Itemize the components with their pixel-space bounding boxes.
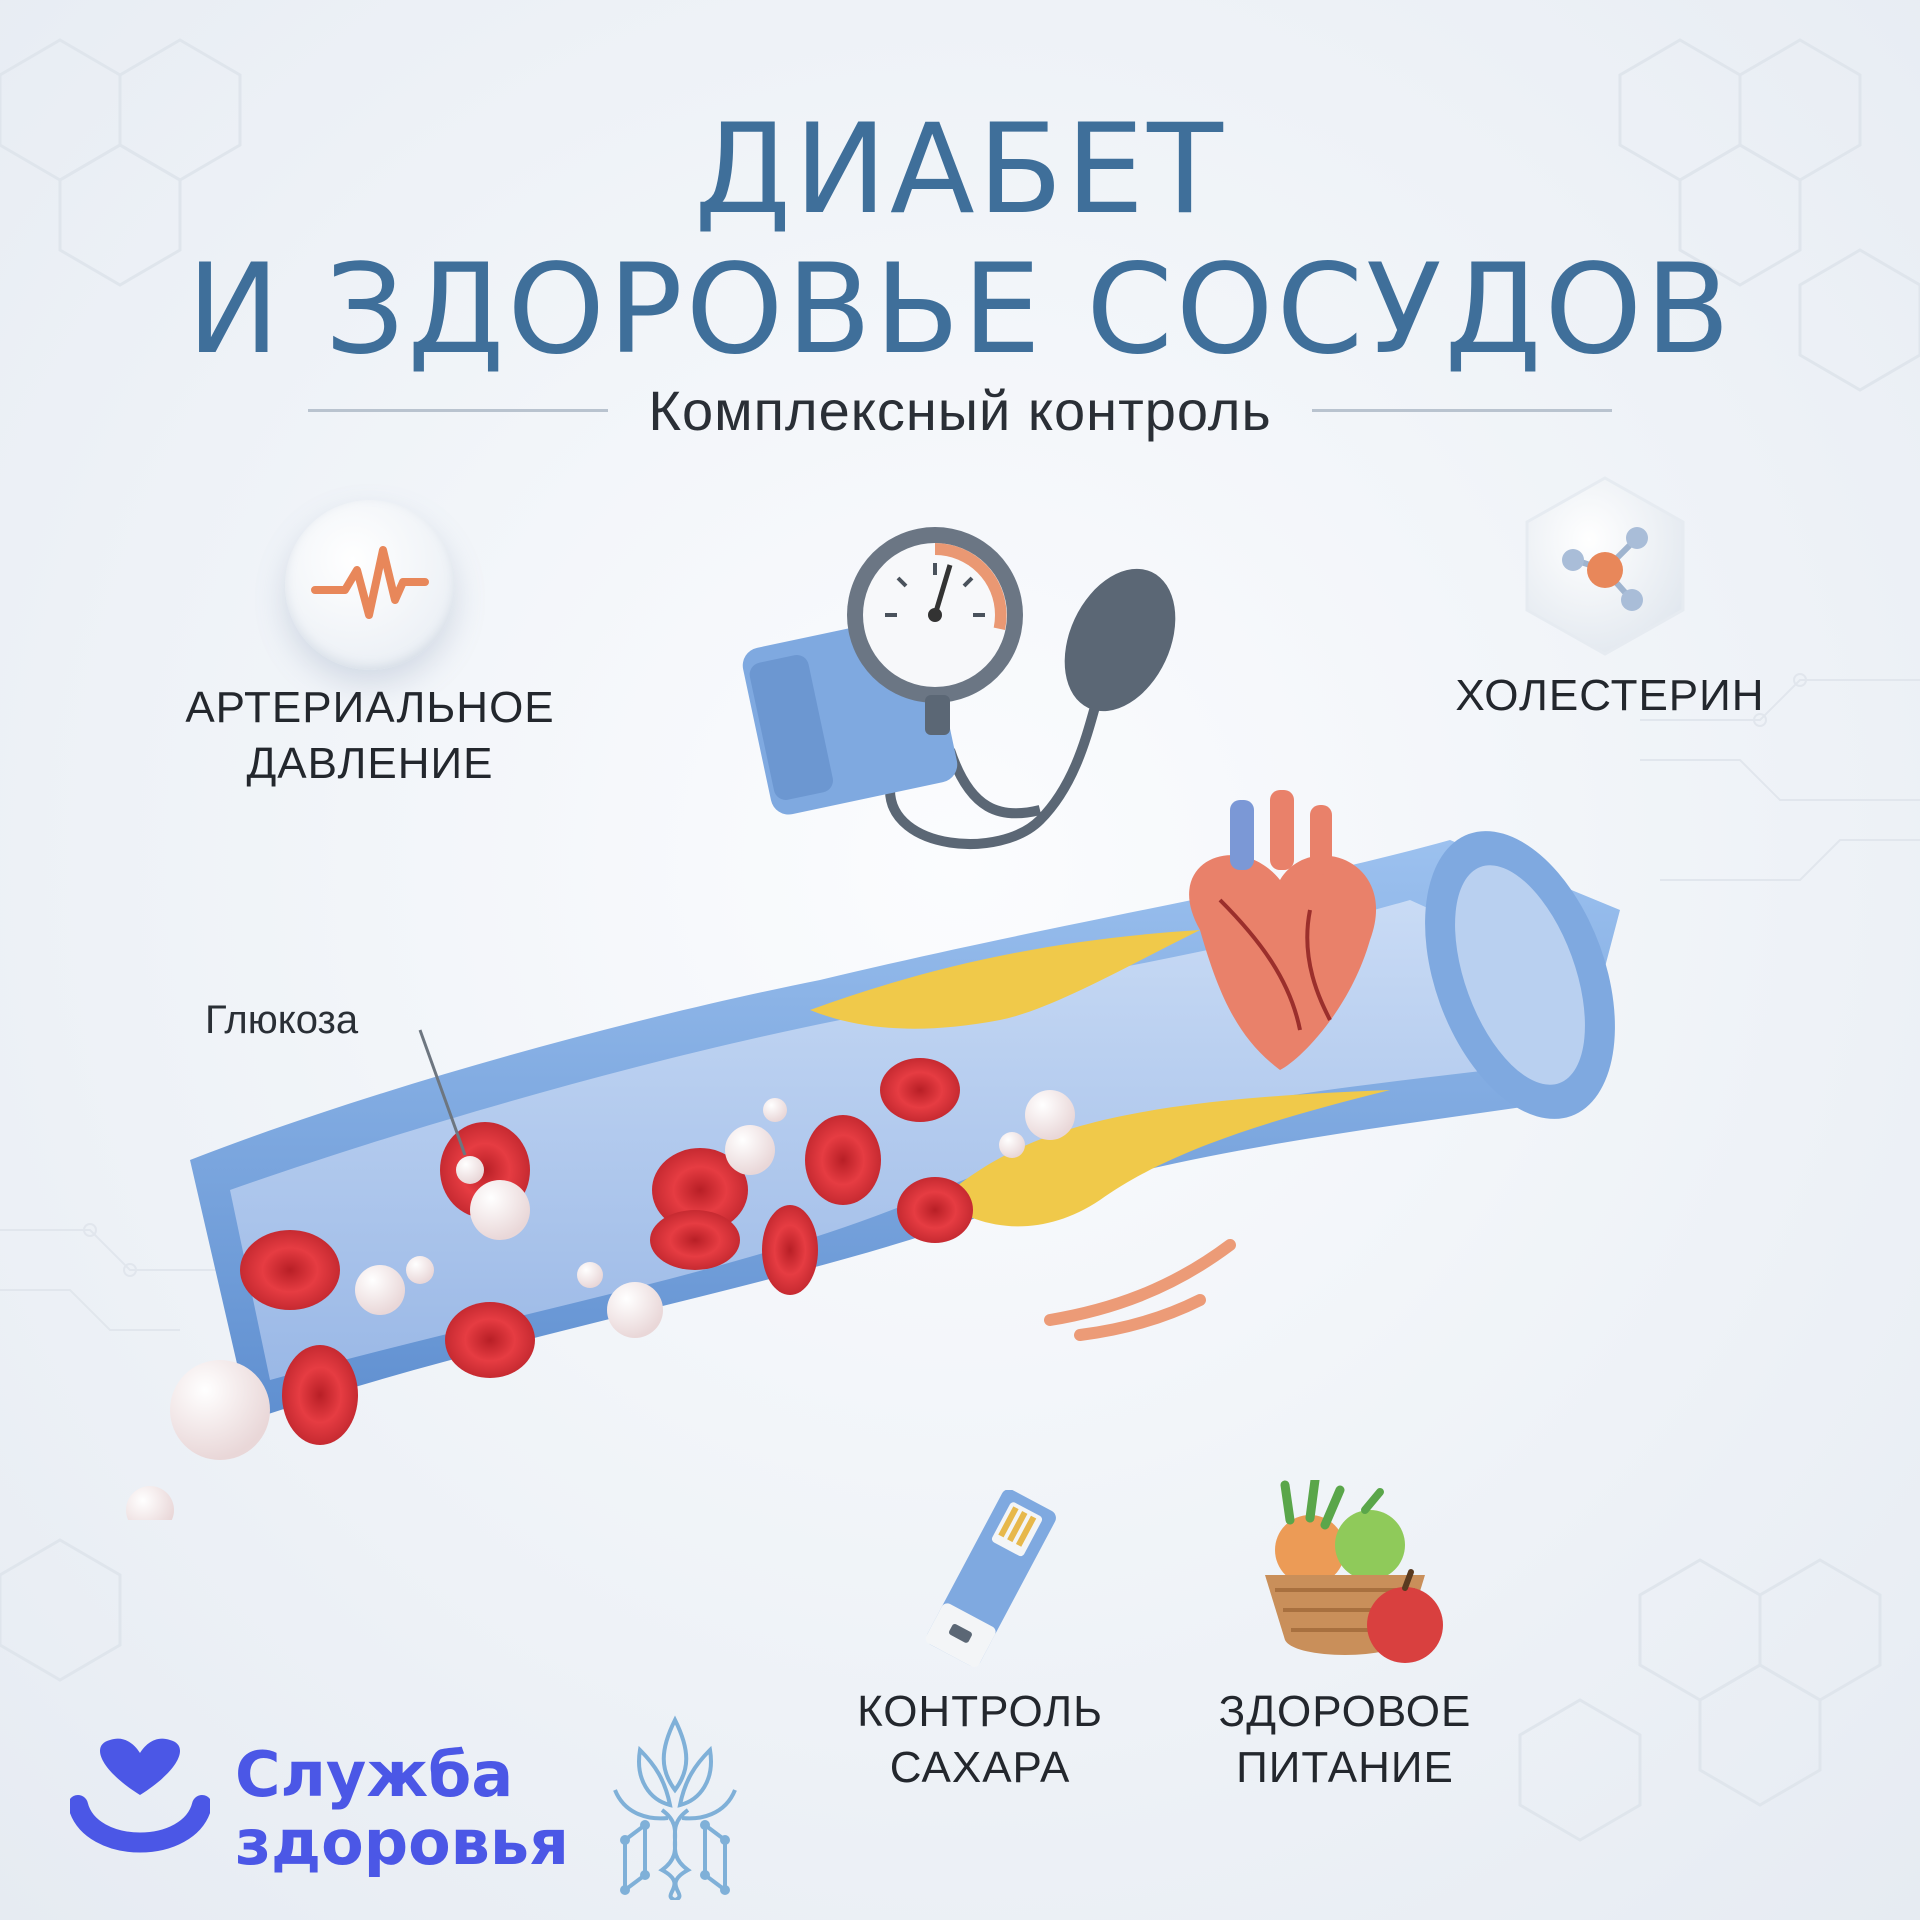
page-subtitle: Комплексный контроль xyxy=(648,379,1272,442)
topic-healthy-food-line1: ЗДОРОВОЕ xyxy=(1218,1687,1472,1736)
vessel-illustration xyxy=(126,790,1620,1520)
topic-healthy-food-label: ЗДОРОВОЕ ПИТАНИЕ xyxy=(1145,1684,1545,1796)
page-title-line2: И ЗДОРОВЬЕ СОСУДОВ xyxy=(186,238,1734,382)
topic-blood-pressure-line2: ДАВЛЕНИЕ xyxy=(246,739,494,788)
topic-sugar-control-line1: КОНТРОЛЬ xyxy=(857,1687,1103,1736)
pulse-icon xyxy=(311,546,429,619)
tonometer-illustration xyxy=(742,527,1176,849)
subtitle-divider-right xyxy=(1311,409,1612,412)
brand-name-line1: Служба xyxy=(235,1738,514,1811)
glucose-label: Глюкоза xyxy=(205,998,359,1042)
topic-sugar-control-line2: САХАРА xyxy=(889,1743,1071,1792)
food-basket-icon xyxy=(1265,1480,1443,1663)
subtitle-block: Комплексный контроль xyxy=(0,378,1920,443)
dna-tree-emblem-icon xyxy=(613,1715,737,1900)
page-title-line1: ДИАБЕТ xyxy=(694,98,1226,242)
subtitle-divider-left xyxy=(308,409,609,412)
topic-blood-pressure-label: АРТЕРИАЛЬНОЕ ДАВЛЕНИЕ xyxy=(170,680,570,792)
brand-name-line2: здоровья xyxy=(235,1806,569,1879)
molecule-icon xyxy=(1525,476,1685,656)
topic-healthy-food-line2: ПИТАНИЕ xyxy=(1236,1743,1454,1792)
molecule-icon-badge xyxy=(1515,470,1695,660)
topic-cholesterol-label: ХОЛЕСТЕРИН xyxy=(1455,671,1765,720)
topic-sugar-control-label: КОНТРОЛЬ САХАРА xyxy=(780,1684,1180,1796)
topic-blood-pressure-line1: АРТЕРИАЛЬНОЕ xyxy=(185,683,555,732)
brand-logo-icon xyxy=(70,1738,210,1853)
test-strip-icon xyxy=(925,1490,1056,1668)
pulse-icon-badge xyxy=(285,500,455,670)
